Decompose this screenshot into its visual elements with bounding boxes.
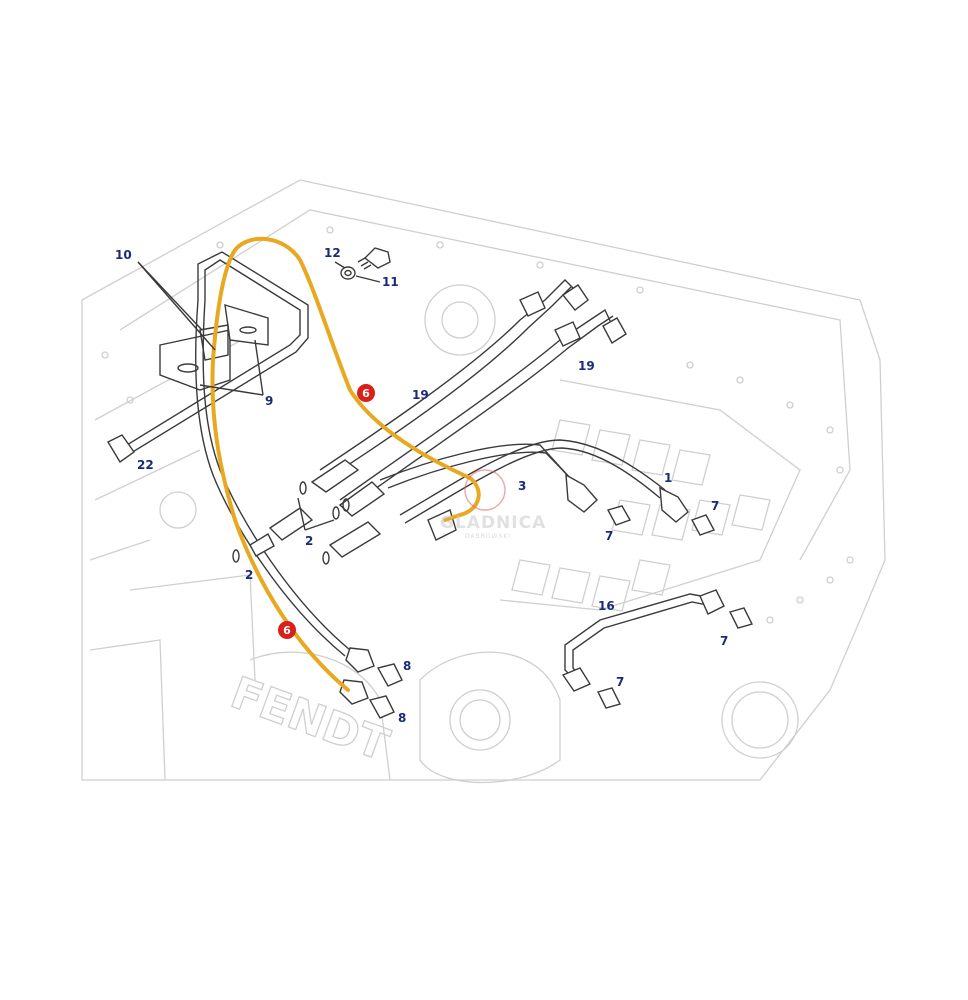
callout-8-b: 8 (398, 711, 406, 725)
watermark: GLADNICA DABROWSKI (440, 469, 546, 540)
pipe-22 (107, 251, 309, 464)
callout-12: 12 (324, 246, 341, 260)
callout-8-a: 8 (403, 659, 411, 673)
callout-7-d: 7 (616, 675, 624, 689)
callout-1: 1 (664, 471, 672, 485)
callout-19-left: 19 (412, 388, 429, 402)
svg-text:DABROWSKI: DABROWSKI (465, 533, 511, 540)
lower-left-pipes (195, 299, 403, 719)
callout-10: 10 (115, 248, 132, 262)
badge-6-lower: 6 (278, 621, 296, 639)
callout-7-a: 7 (711, 499, 719, 513)
callout-labels: 10 12 11 9 22 19 19 3 1 7 7 7 7 2 2 16 8… (115, 246, 728, 725)
highlighted-pipe-6 (210, 236, 481, 692)
housing-outline: FENDT (81, 179, 886, 784)
callout-22: 22 (137, 458, 154, 472)
pipe-16 (561, 589, 754, 709)
svg-text:GLADNICA: GLADNICA (440, 513, 546, 533)
callout-7-b: 7 (605, 529, 613, 543)
callout-3: 3 (518, 479, 526, 493)
callout-7-c: 7 (720, 634, 728, 648)
svg-text:6: 6 (362, 387, 370, 400)
casting-text: FENDT (224, 667, 395, 771)
badge-6-upper: 6 (357, 384, 375, 402)
pipes-1-3 (379, 439, 715, 536)
leader-lines (137, 261, 381, 531)
svg-text:6: 6 (283, 624, 291, 637)
callout-2-b: 2 (245, 568, 253, 582)
callout-2-a: 2 (305, 534, 313, 548)
callout-9: 9 (265, 394, 273, 408)
pipes-19 (319, 279, 627, 509)
connectors (232, 459, 457, 565)
callout-11: 11 (382, 275, 399, 289)
callout-19-right: 19 (578, 359, 595, 373)
callout-16: 16 (598, 599, 615, 613)
bolt-and-washer (340, 247, 391, 280)
